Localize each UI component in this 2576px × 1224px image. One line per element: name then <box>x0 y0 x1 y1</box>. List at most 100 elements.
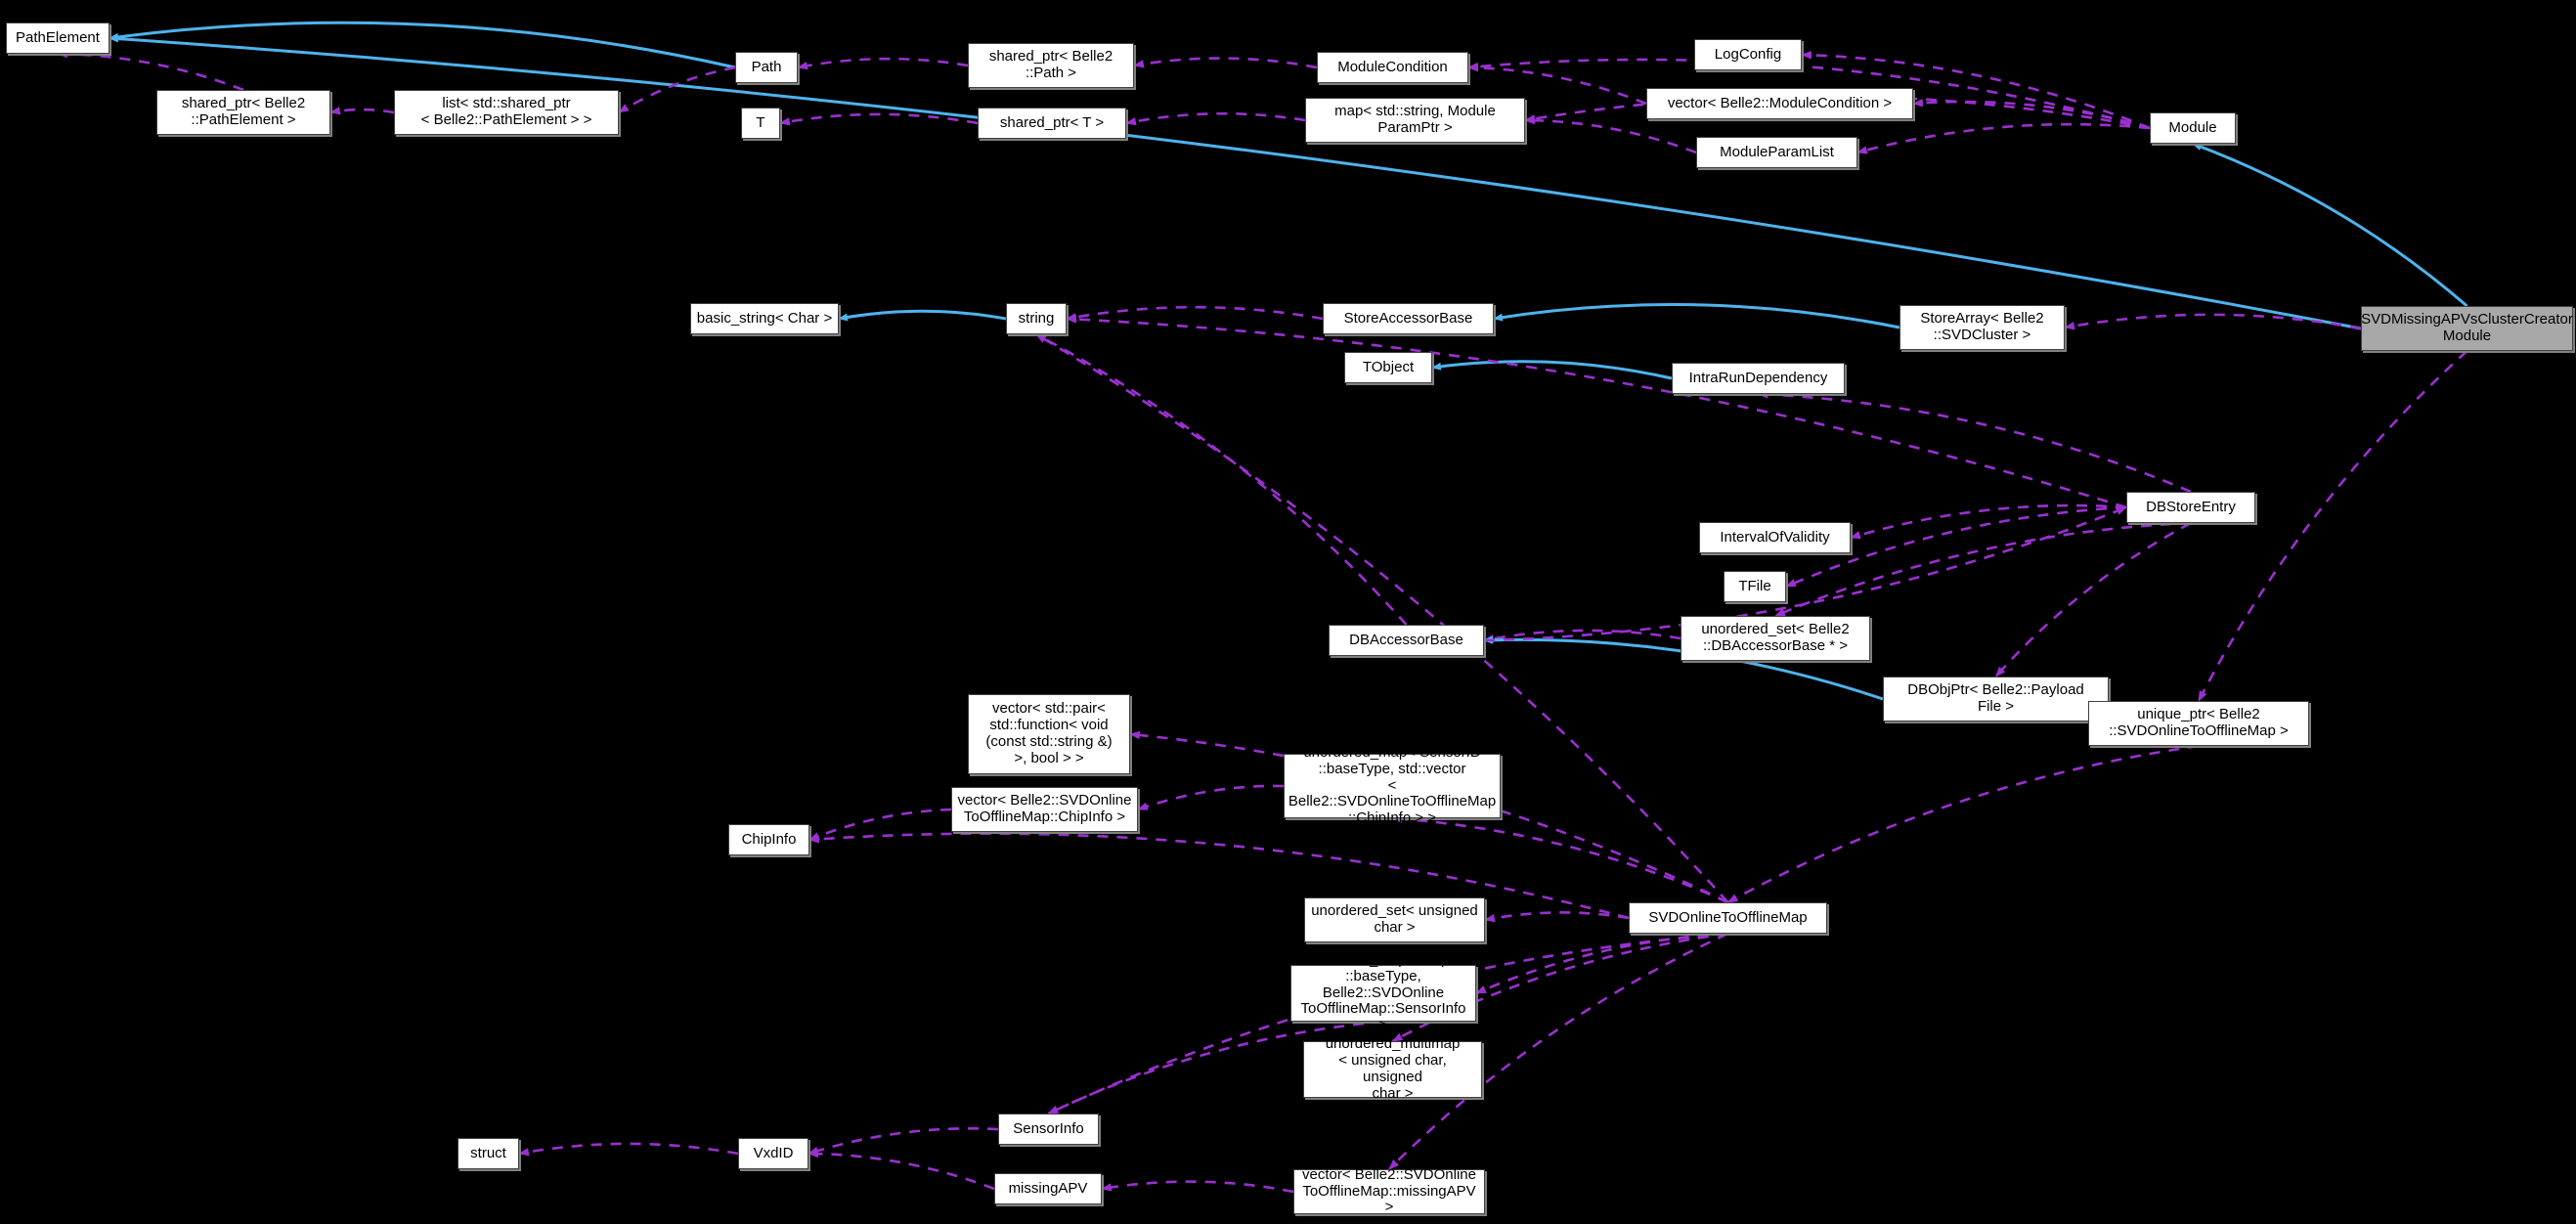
class-node-listSharedPtrPathElement[interactable]: list< std::shared_ptr < Belle2::PathElem… <box>394 90 619 135</box>
edge-ModuleCondition-to-sharedPtrPath <box>1133 57 1318 69</box>
class-node-label: vector< Belle2::SVDOnline ToOfflineMap::… <box>957 792 1132 825</box>
edge-SVDMissingAPVsClusterCreatorModule-to-Module <box>2192 142 2468 308</box>
edge-SVDOnlineToOfflineMap-to-ChipInfo <box>808 832 1630 920</box>
class-node-label: PathElement <box>16 28 100 46</box>
class-node-unorderedSetDBAccessorBase[interactable]: unordered_set< Belle2 ::DBAccessorBase *… <box>1681 616 1870 661</box>
class-node-label: missingAPV <box>1008 1179 1088 1197</box>
class-node-IntraRunDependency[interactable]: IntraRunDependency <box>1672 363 1845 394</box>
class-node-label: SensorInfo <box>1013 1119 1084 1137</box>
class-node-sharedPtrPathElement[interactable]: shared_ptr< Belle2 ::PathElement > <box>156 90 330 135</box>
edge-DBStoreEntry-to-IntervalOfValidity <box>1850 503 2127 540</box>
class-node-label: vector< Belle2::SVDOnline ToOfflineMap::… <box>1301 1165 1476 1216</box>
class-node-unorderedMapChipID[interactable]: unordered_map< ChipID ::baseType, Belle2… <box>1290 951 1476 1033</box>
class-node-struct[interactable]: struct <box>458 1138 519 1169</box>
edge-sharedPtrT-to-T <box>779 112 979 126</box>
edge-sharedPtrPathElement-to-PathElement <box>57 49 244 92</box>
class-node-label: DBAccessorBase <box>1349 631 1463 648</box>
class-node-vectorModuleCondition[interactable]: vector< Belle2::ModuleCondition > <box>1646 88 1913 119</box>
class-node-TFile[interactable]: TFile <box>1724 571 1786 602</box>
class-node-sharedPtrPath[interactable]: shared_ptr< Belle2 ::Path > <box>968 43 1134 88</box>
edge-SVDOnlineToOfflineMap-to-unorderedMapSensorID <box>1391 814 1729 904</box>
class-node-label: shared_ptr< T > <box>999 113 1105 131</box>
class-node-VxdID[interactable]: VxdID <box>738 1138 808 1169</box>
class-node-label: vector< std::pair< std::function< void (… <box>985 700 1113 766</box>
edge-Path-to-listSharedPtrPathElement <box>618 66 736 114</box>
edge-Path-to-PathElement <box>109 21 736 69</box>
class-node-DBObjPtrPayloadFile[interactable]: DBObjPtr< Belle2::Payload File > <box>1883 677 2109 721</box>
class-node-ModuleCondition[interactable]: ModuleCondition <box>1317 52 1468 83</box>
class-node-StoreArraySVDCluster[interactable]: StoreArray< Belle2 ::SVDCluster > <box>1899 305 2065 350</box>
class-node-label: vector< Belle2::ModuleCondition > <box>1667 94 1893 111</box>
edge-DBStoreEntry-to-DBObjPtrPayloadFile <box>1994 521 2192 678</box>
class-node-IntervalOfValidity[interactable]: IntervalOfValidity <box>1699 522 1851 553</box>
class-node-label: SVDOnlineToOfflineMap <box>1648 908 1808 926</box>
edge-mapStringModuleParamPtr-to-sharedPtrT <box>1125 111 1306 126</box>
class-node-label: map< std::string, Module ParamPtr > <box>1334 103 1496 136</box>
class-node-vectorChipInfo[interactable]: vector< Belle2::SVDOnline ToOfflineMap::… <box>951 787 1138 832</box>
class-node-label: unordered_set< unsigned char > <box>1311 902 1478 936</box>
edge-paths <box>57 21 2468 1194</box>
class-node-label: basic_string< Char > <box>696 309 833 327</box>
class-node-unorderedSetUnsignedChar[interactable]: unordered_set< unsigned char > <box>1304 897 1485 942</box>
class-node-missingAPV[interactable]: missingAPV <box>994 1173 1102 1204</box>
edge-sharedPtrPath-to-Path <box>797 57 969 70</box>
class-node-label: unordered_set< Belle2 ::DBAccessorBase *… <box>1701 621 1850 654</box>
edge-vectorChipInfo-to-ChipInfo <box>808 808 952 842</box>
edge-DBStoreEntry-to-IntraRunDependency <box>1757 390 2192 494</box>
edge-SVDOnlineToOfflineMap-to-unorderedMapChipID <box>1475 932 1728 995</box>
class-node-ChipInfo[interactable]: ChipInfo <box>728 824 809 855</box>
class-node-ModuleParamList[interactable]: ModuleParamList <box>1696 137 1857 168</box>
class-node-label: ModuleCondition <box>1337 58 1448 75</box>
class-node-SVDMissingAPVsClusterCreatorModule[interactable]: SVDMissingAPVsClusterCreator Module <box>2361 306 2573 351</box>
class-node-label: unordered_multimap < unsigned char, unsi… <box>1325 1035 1461 1102</box>
edge-SVDOnlineToOfflineMap-to-unorderedSetUnsignedChar <box>1484 911 1630 923</box>
class-node-label: list< std::shared_ptr < Belle2::PathElem… <box>420 95 592 128</box>
class-node-SVDOnlineToOfflineMap[interactable]: SVDOnlineToOfflineMap <box>1629 902 1827 934</box>
class-node-DBAccessorBase[interactable]: DBAccessorBase <box>1329 625 1484 656</box>
edge-uniquePtrSVDOnlineToOfflineMap-to-SVDOnlineToOfflineMap <box>1726 744 2200 904</box>
edge-VxdID-to-struct <box>518 1142 739 1157</box>
edge-Module-to-vectorModuleCondition <box>1912 99 2151 130</box>
class-node-label: string <box>1018 309 1055 327</box>
edge-StoreAccessorBase-to-string <box>1066 305 1324 322</box>
class-node-label: StoreArray< Belle2 ::SVDCluster > <box>1920 310 2044 343</box>
class-node-label: Module <box>2168 118 2217 136</box>
class-node-label: unique_ptr< Belle2 ::SVDOnlineToOfflineM… <box>2109 706 2289 739</box>
class-node-SensorInfo[interactable]: SensorInfo <box>998 1114 1099 1145</box>
edge-vectorMissingAPV-to-missingAPV <box>1101 1180 1294 1194</box>
edge-listSharedPtrPathElement-to-sharedPtrPathElement <box>329 107 395 115</box>
class-node-label: shared_ptr< Belle2 ::PathElement > <box>181 95 306 128</box>
class-node-label: VxdID <box>753 1144 794 1161</box>
class-node-label: SVDMissingAPVsClusterCreator Module <box>2361 311 2573 344</box>
class-node-label: StoreAccessorBase <box>1343 309 1473 327</box>
class-node-label: DBObjPtr< Belle2::Payload File > <box>1907 681 2084 715</box>
edge-unorderedMapSensorID-to-vectorChipInfo <box>1137 784 1285 811</box>
class-node-DBStoreEntry[interactable]: DBStoreEntry <box>2126 492 2255 523</box>
class-node-label: unordered_map< SensorID ::baseType, std:… <box>1288 744 1497 827</box>
class-node-basicStringChar[interactable]: basic_string< Char > <box>690 303 839 334</box>
class-node-string[interactable]: string <box>1006 303 1067 334</box>
class-node-LogConfig[interactable]: LogConfig <box>1694 39 1802 70</box>
class-node-unorderedMultimap[interactable]: unordered_multimap < unsigned char, unsi… <box>1303 1035 1482 1102</box>
class-node-unorderedMapSensorID[interactable]: unordered_map< SensorID ::baseType, std:… <box>1284 744 1501 826</box>
edge-StoreArraySVDCluster-to-StoreAccessorBase <box>1493 303 1900 329</box>
class-node-label: Path <box>751 58 782 75</box>
class-node-TObject[interactable]: TObject <box>1344 352 1432 383</box>
class-node-label: struct <box>470 1144 506 1161</box>
class-node-vectorMissingAPV[interactable]: vector< Belle2::SVDOnline ToOfflineMap::… <box>1293 1165 1485 1216</box>
class-node-Module[interactable]: Module <box>2150 112 2236 144</box>
class-node-PathElement[interactable]: PathElement <box>6 22 109 54</box>
class-node-uniquePtrSVDOnlineToOfflineMap[interactable]: unique_ptr< Belle2 ::SVDOnlineToOfflineM… <box>2088 701 2309 746</box>
class-node-Path[interactable]: Path <box>735 52 798 83</box>
edge-missingAPV-to-VxdID <box>808 1149 995 1191</box>
class-node-mapStringModuleParamPtr[interactable]: map< std::string, Module ParamPtr > <box>1305 98 1525 143</box>
class-node-label: unordered_map< ChipID ::baseType, Belle2… <box>1300 951 1466 1034</box>
edge-SVDMissingAPVsClusterCreatorModule-to-PathElement <box>109 34 2362 330</box>
class-node-StoreAccessorBase[interactable]: StoreAccessorBase <box>1323 303 1494 334</box>
class-node-sharedPtrT[interactable]: shared_ptr< T > <box>978 108 1126 139</box>
class-node-vectorPairFunction[interactable]: vector< std::pair< std::function< void (… <box>968 694 1130 774</box>
edge-ModuleParamList-to-mapStringModuleParamPtr <box>1524 115 1697 154</box>
class-node-T[interactable]: T <box>741 108 780 139</box>
